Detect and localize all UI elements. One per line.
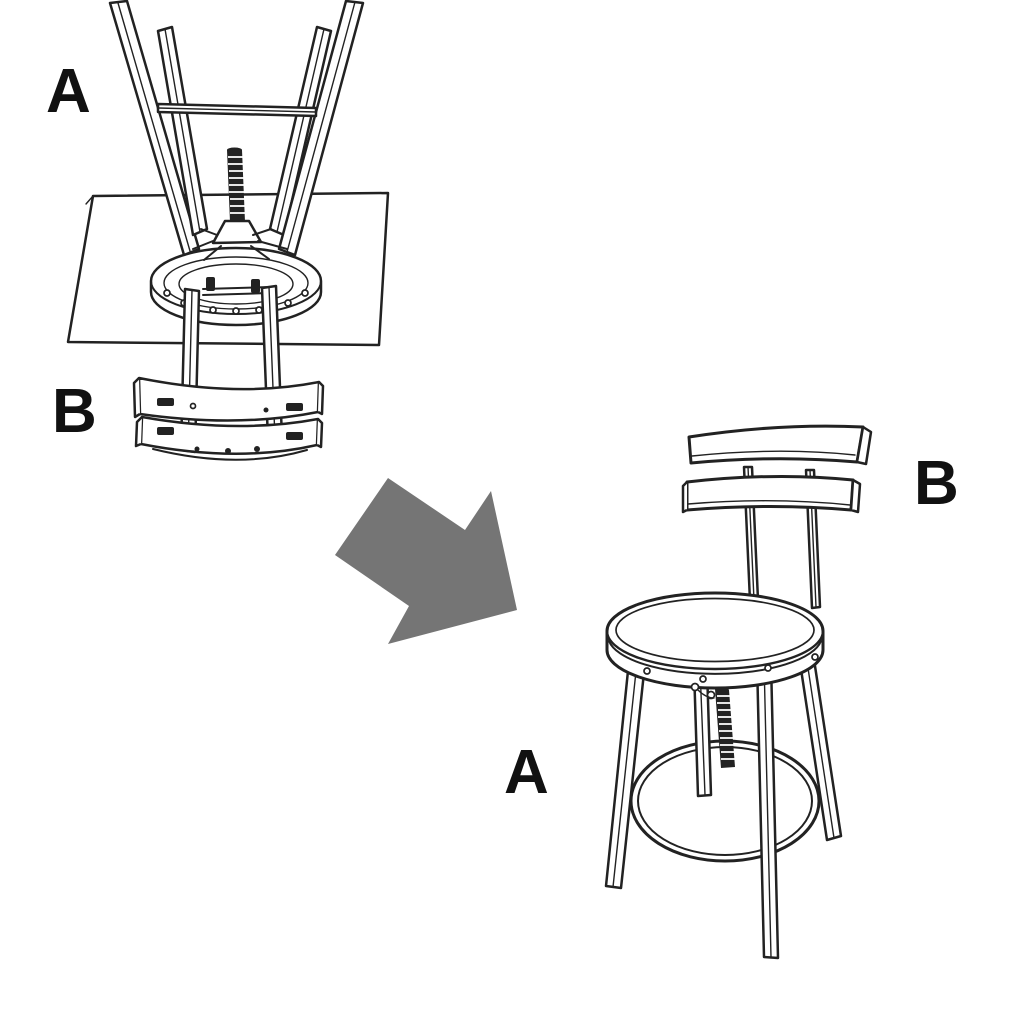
stool-seat-underside <box>149 246 323 327</box>
part-label-a-after: A <box>504 738 549 807</box>
part-label-b-after: B <box>914 449 959 518</box>
under-seat-hooks <box>690 682 716 700</box>
assembled-stool-figure <box>604 424 873 960</box>
part-label-b-before: B <box>52 377 97 446</box>
height-adjust-screw <box>715 686 735 768</box>
part-label-a-before: A <box>46 57 91 126</box>
inverted-stool-figure <box>66 0 390 461</box>
backrest-slats-assembled <box>681 424 873 514</box>
stool-legs-up <box>108 0 365 257</box>
stool-seat-assembled <box>605 591 825 690</box>
threaded-screw-post <box>192 147 288 261</box>
stool-legs-assembled <box>604 651 843 960</box>
backrest-slats <box>132 376 325 461</box>
assembly-direction-arrow-icon <box>335 478 517 644</box>
